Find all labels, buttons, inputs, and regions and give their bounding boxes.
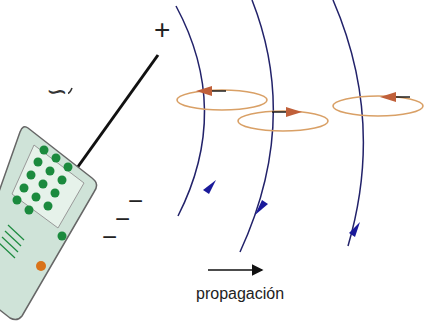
polarity-sign: − <box>115 206 130 232</box>
phone-icon <box>0 55 158 320</box>
magnetic-arrows <box>196 86 396 117</box>
field-arrows <box>203 180 360 237</box>
magnetic-field-loops <box>177 90 423 131</box>
electric-field-lines <box>176 0 363 252</box>
tick-marks <box>212 91 410 112</box>
propagation-arrow <box>208 269 262 271</box>
polarity-sign: − <box>102 224 117 250</box>
direction-label: propagación <box>196 286 284 302</box>
ac-sign: ∽ <box>46 78 68 104</box>
polarity-sign: − <box>128 188 143 214</box>
polarity-sign: + <box>154 16 170 44</box>
